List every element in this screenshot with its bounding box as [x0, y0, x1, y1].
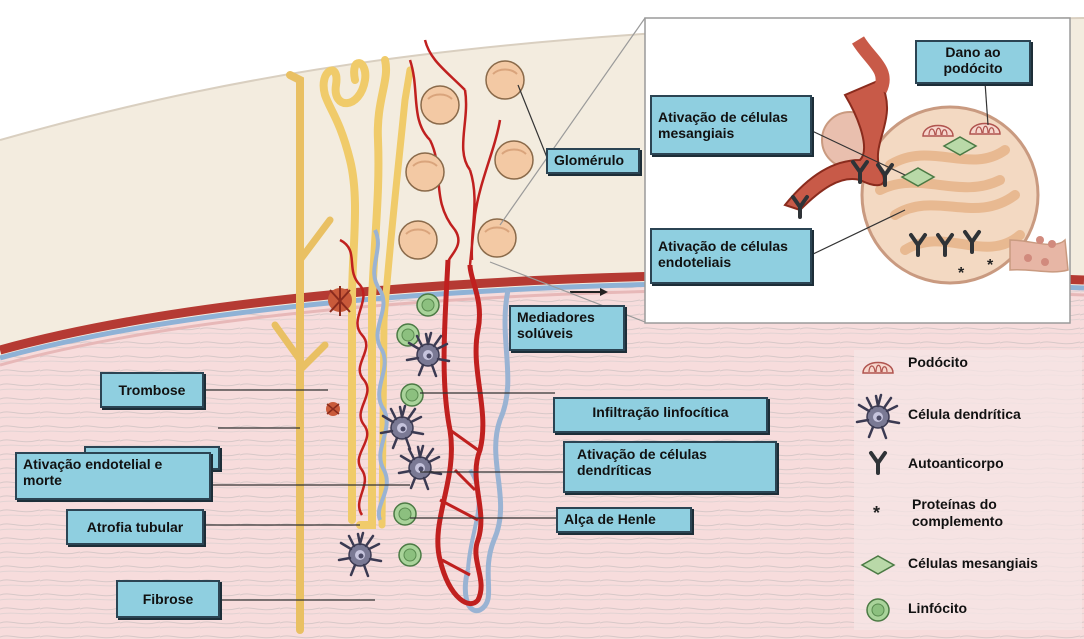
thrombus-icon — [326, 402, 340, 416]
label-glomerulo: Glomérulo — [546, 148, 640, 174]
label-ativacao-endoteliais: Ativação de células endoteliais — [650, 228, 812, 284]
lymphocyte-icon — [867, 599, 889, 621]
label-fibrose: Fibrose — [116, 580, 220, 618]
legend-label-lymphocyte: Linfócito — [908, 600, 967, 617]
autoantibody-icon — [871, 453, 885, 473]
svg-text:*: * — [987, 257, 994, 274]
dendritic-cell-icon — [857, 395, 899, 438]
svg-text:*: * — [958, 265, 965, 282]
label-infiltracao-linfocitica: Infiltração linfocítica — [553, 397, 768, 433]
legend-label-mesangial-cells: Células mesangiais — [908, 555, 1038, 572]
label-mediadores-soluveis: Mediadores solúveis — [509, 305, 625, 351]
label-dano-podocito: Dano ao podócito — [915, 40, 1031, 84]
complement-protein-icon: * — [873, 503, 880, 523]
label-atrofia-tubular: Atrofia tubular — [66, 509, 204, 545]
podocyte-icon — [863, 363, 893, 374]
legend-label-autoantibody: Autoanticorpo — [908, 455, 1004, 472]
thrombus-icon — [328, 286, 352, 316]
label-ativacao-dendriticas: Ativação de células dendríticas — [563, 441, 777, 493]
mesangial-cell-icon — [862, 556, 894, 574]
label-trombose: Trombose — [100, 372, 204, 408]
label-alca-henle: Alça de Henle — [556, 507, 692, 533]
legend-label-podocyte: Podócito — [908, 354, 968, 371]
svg-text:*: * — [873, 503, 880, 523]
legend-label-complement-proteins: Proteínas do complemento — [912, 496, 1042, 530]
legend-icons: * — [850, 345, 910, 630]
label-ativacao-mesangiais: Ativação de células mesangiais — [650, 95, 812, 155]
label-ativacao-endotelial-morte: Ativação endotelial e morte — [15, 452, 211, 500]
legend-label-dendritic-cell: Célula dendrítica — [908, 406, 1021, 423]
